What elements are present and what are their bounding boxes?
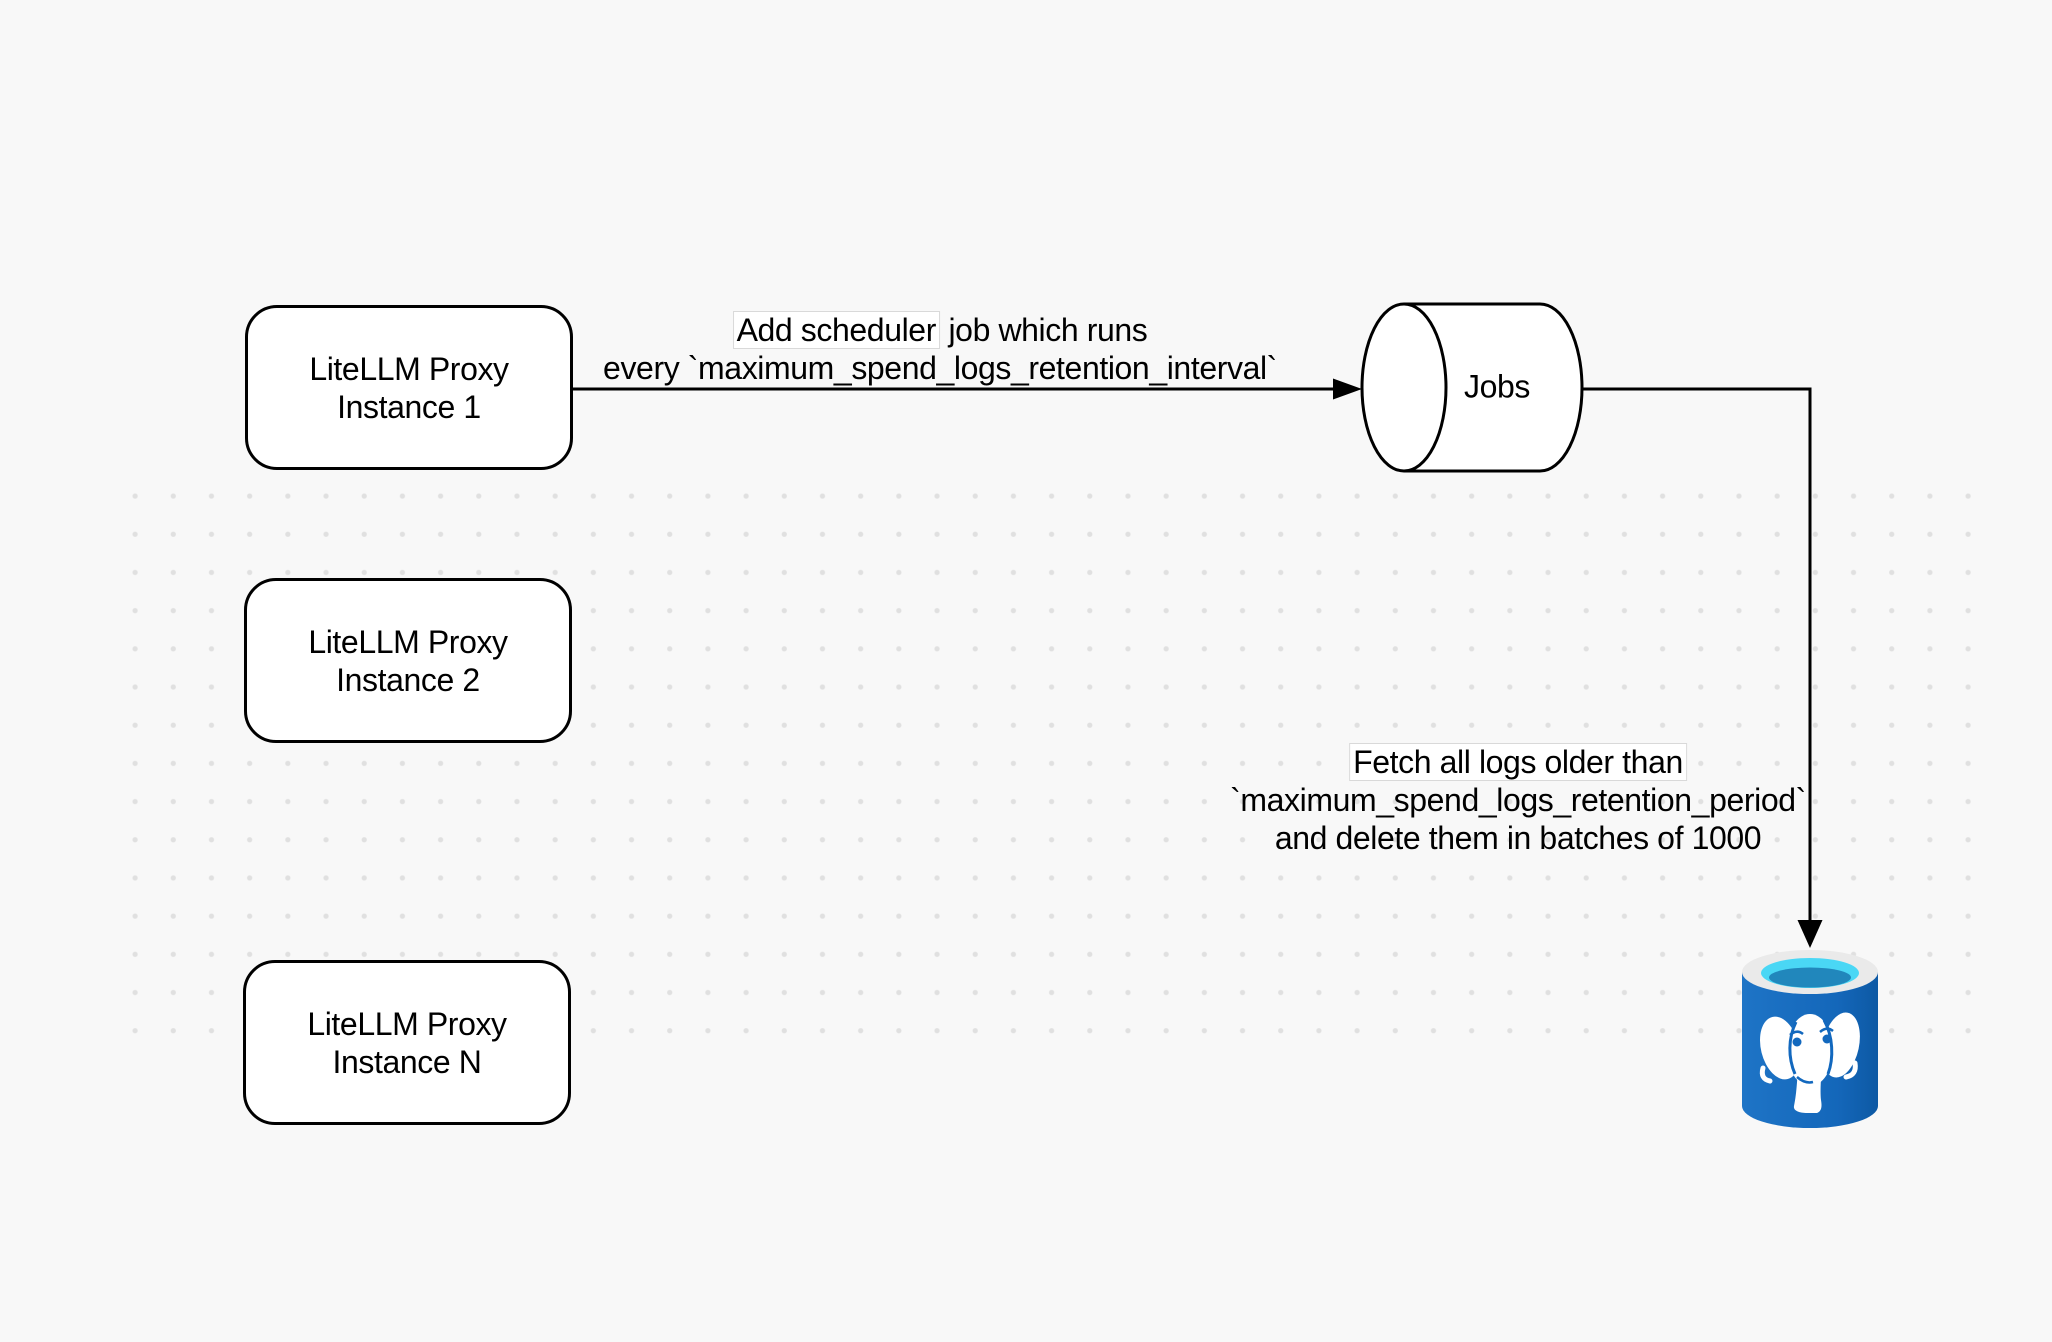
node-label-line: LiteLLM Proxy	[307, 1005, 507, 1042]
edge-scheduler-label-line-2: every `maximum_spend_logs_retention_inte…	[603, 350, 1277, 386]
jobs-queue-label: Jobs	[1464, 368, 1530, 405]
node-litellm-proxy-instance-1: LiteLLM Proxy Instance 1	[245, 305, 573, 470]
node-litellm-proxy-instance-n: LiteLLM Proxy Instance N	[243, 960, 571, 1125]
edge-scheduler-label-text: job which runs	[939, 312, 1148, 348]
edge-scheduler-label: Add scheduler job which runs every `maxi…	[603, 311, 1277, 387]
edge-fetch-label-line-2: `maximum_spend_logs_retention_period`	[1230, 782, 1806, 818]
node-label-line: Instance N	[332, 1043, 482, 1080]
edge-fetch-label-line-1: Fetch all logs older than	[1230, 743, 1806, 781]
node-label-line: Instance 1	[337, 388, 481, 425]
edge-scheduler-label-line-1: Add scheduler job which runs	[603, 311, 1277, 349]
node-label-line: Instance 2	[336, 661, 480, 698]
node-label-line: LiteLLM Proxy	[308, 623, 508, 660]
edge-scheduler-label-boxed-text: Add scheduler	[732, 311, 940, 349]
node-litellm-proxy-instance-2: LiteLLM Proxy Instance 2	[244, 578, 572, 743]
node-label-line: LiteLLM Proxy	[309, 350, 509, 387]
edge-fetch-label-boxed-text: Fetch all logs older than	[1349, 743, 1687, 781]
edge-fetch-delete-label: Fetch all logs older than `maximum_spend…	[1230, 743, 1806, 857]
edge-fetch-label-line-3: and delete them in batches of 1000	[1274, 820, 1762, 856]
